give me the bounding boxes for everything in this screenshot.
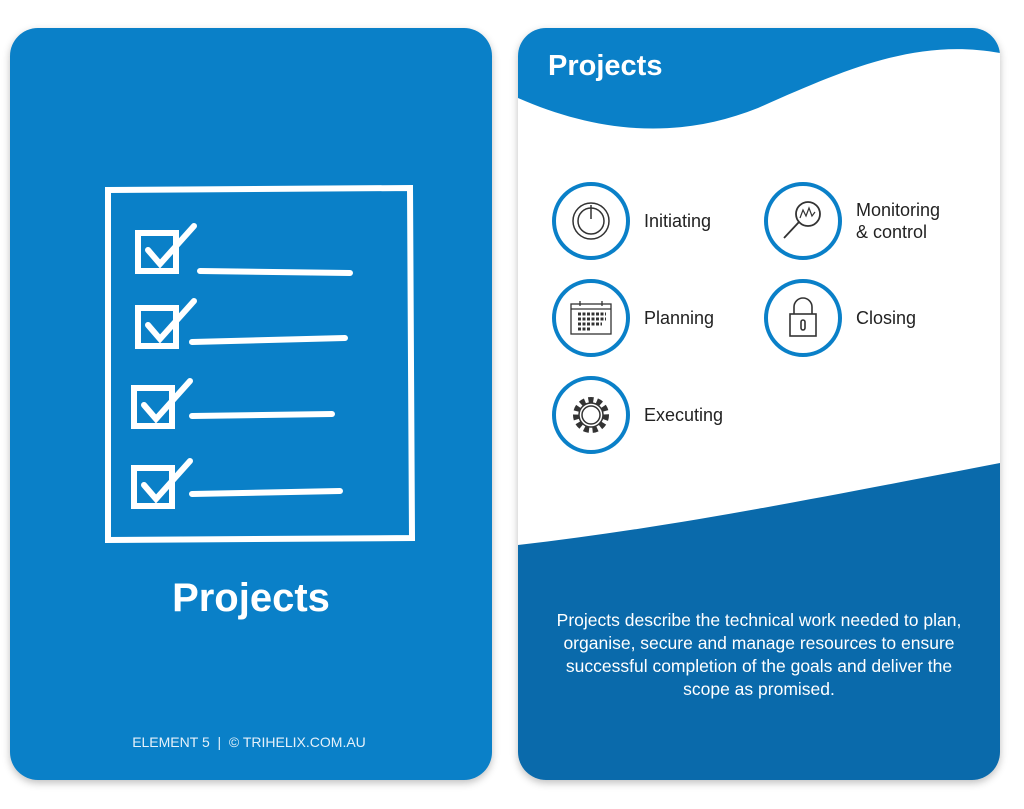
phase-closing: Closing — [764, 279, 916, 357]
card-front: Projects ELEMENT 5 | © TRIHELIX.COM.AU — [10, 28, 492, 780]
description: Projects describe the technical work nee… — [556, 610, 962, 699]
header-wave — [518, 28, 1000, 780]
phase-planning: Planning — [552, 279, 714, 357]
padlock-icon — [789, 297, 817, 337]
phase-monitoring: Monitoring & control — [764, 182, 940, 260]
front-title: Projects — [172, 576, 330, 620]
gear-icon — [573, 397, 609, 433]
phase-executing: Executing — [552, 376, 723, 454]
magnifier-chart-icon — [783, 201, 821, 239]
checklist-icon — [105, 184, 416, 544]
power-icon — [572, 202, 610, 240]
back-title: Projects — [548, 50, 663, 82]
calendar-icon — [570, 301, 612, 335]
front-footer: ELEMENT 5 | © TRIHELIX.COM.AU — [132, 734, 366, 750]
card-back: Projects Initiating Monitoring & control… — [518, 28, 1000, 780]
phase-initiating: Initiating — [552, 182, 711, 260]
